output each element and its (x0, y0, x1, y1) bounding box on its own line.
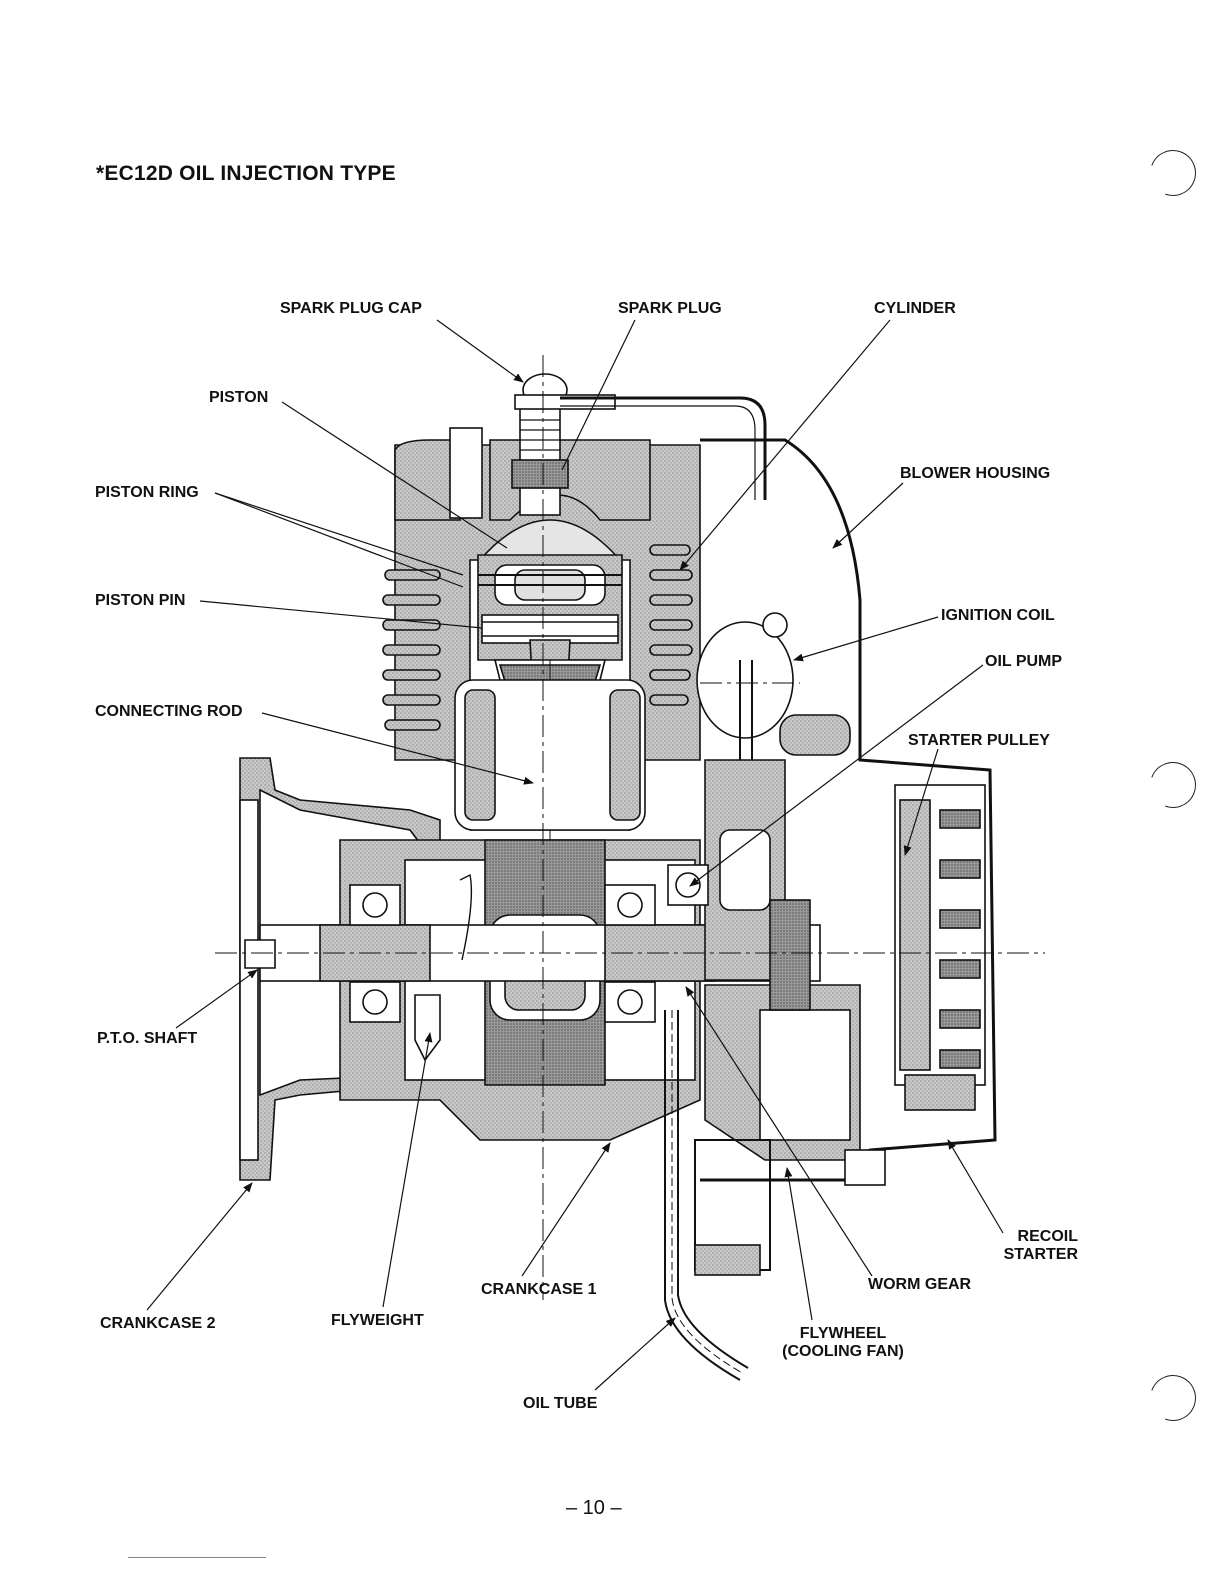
leader-crankcase-1 (522, 1143, 610, 1276)
label-crankcase-1: CRANKCASE 1 (481, 1281, 597, 1299)
page-number: – 10 – (566, 1497, 622, 1520)
label-crankcase-2: CRANKCASE 2 (100, 1315, 216, 1333)
ignition-coil-shape (697, 622, 793, 738)
leader-spark-plug-cap (437, 320, 523, 382)
label-flywheel-line1: FLYWHEEL (768, 1325, 918, 1343)
piston-pin-shape (482, 615, 618, 643)
label-flywheel-line2: (COOLING FAN) (768, 1343, 918, 1361)
leader-oil-tube (595, 1318, 675, 1390)
label-starter-pulley: STARTER PULLEY (908, 732, 1050, 750)
label-recoil-starter: RECOIL STARTER (990, 1228, 1078, 1264)
footer-rule (128, 1557, 266, 1558)
label-cylinder: CYLINDER (874, 300, 956, 318)
label-piston: PISTON (209, 389, 268, 407)
label-worm-gear: WORM GEAR (868, 1276, 971, 1294)
leader-recoil-starter (948, 1140, 1003, 1233)
label-oil-pump: OIL PUMP (985, 653, 1062, 671)
label-connecting-rod: CONNECTING ROD (95, 703, 243, 721)
engine-body (240, 374, 995, 1380)
label-blower-housing: BLOWER HOUSING (900, 465, 1050, 483)
label-flyweight: FLYWEIGHT (331, 1312, 424, 1330)
label-piston-ring: PISTON RING (95, 484, 199, 502)
label-ignition-coil: IGNITION COIL (941, 607, 1055, 625)
leader-flywheel (787, 1168, 812, 1320)
label-recoil-starter-line1: RECOIL (990, 1228, 1078, 1246)
leader-crankcase-2 (147, 1183, 252, 1310)
label-oil-tube: OIL TUBE (523, 1395, 597, 1413)
label-recoil-starter-line2: STARTER (990, 1246, 1078, 1264)
label-flywheel: FLYWHEEL (COOLING FAN) (768, 1325, 918, 1361)
leader-cylinder (680, 320, 890, 570)
label-spark-plug-cap: SPARK PLUG CAP (280, 300, 422, 318)
label-piston-pin: PISTON PIN (95, 592, 185, 610)
leader-ignition-coil (794, 617, 938, 660)
page-title: *EC12D OIL INJECTION TYPE (96, 162, 396, 186)
label-pto-shaft: P.T.O. SHAFT (97, 1030, 197, 1048)
label-spark-plug: SPARK PLUG (618, 300, 722, 318)
